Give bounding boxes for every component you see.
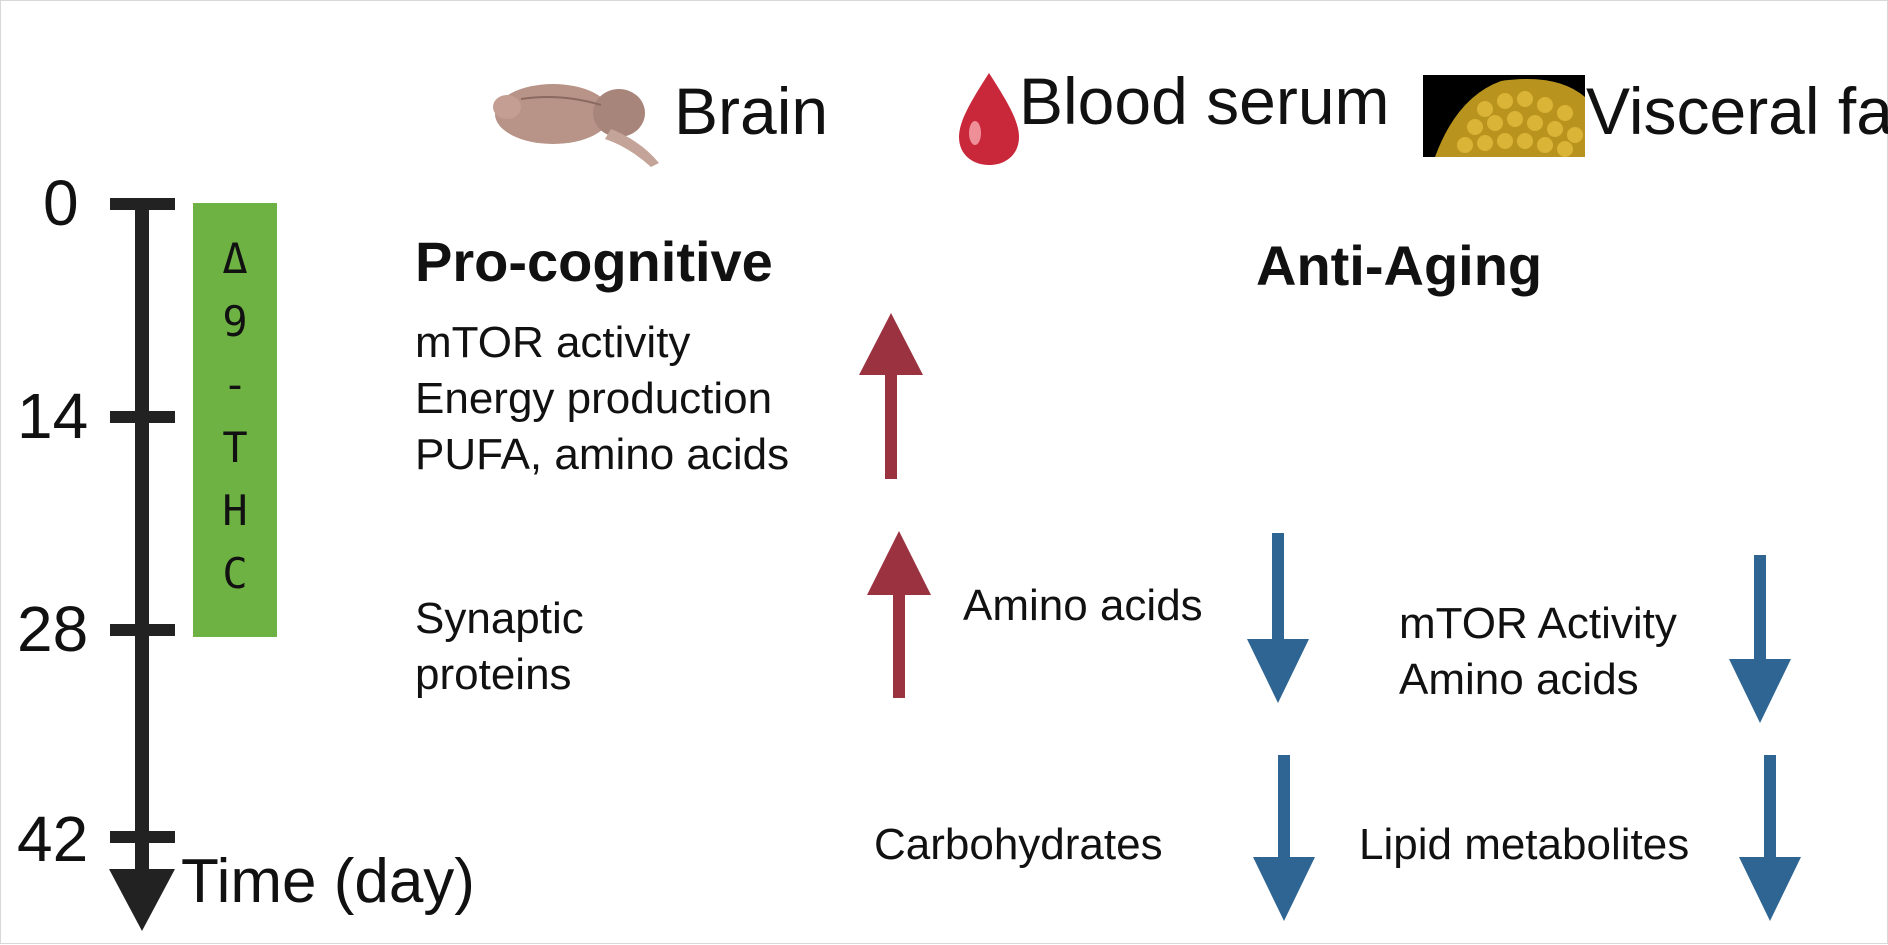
effect-item: mTOR activity — [415, 318, 691, 367]
up-arrow-brain-early — [859, 313, 923, 479]
effect-item: proteins — [415, 650, 572, 699]
treatment-bar: Δ 9 - T H C — [193, 203, 277, 637]
timeline-arrowhead — [109, 869, 175, 931]
effect-item: PUFA, amino acids — [415, 430, 790, 479]
effect-item: Synaptic — [415, 594, 584, 643]
tick-label-14: 14 — [17, 380, 89, 452]
down-arrow-serum-final — [1253, 755, 1315, 921]
brain-icon — [493, 84, 659, 167]
heading-pro-cognitive: Pro-cognitive — [415, 230, 773, 293]
effect-item: mTOR Activity — [1399, 599, 1677, 648]
organ-label-visceral-fat: Visceral fat — [1586, 78, 1888, 144]
down-arrow-serum-late — [1247, 533, 1309, 703]
treatment-char: H — [222, 486, 248, 535]
organ-label-blood-serum: Blood serum — [1019, 64, 1390, 138]
down-arrow-fat-final — [1739, 755, 1801, 921]
treatment-char: - — [222, 360, 248, 409]
tick-label-28: 28 — [17, 593, 89, 665]
fat-final-effect: Lipid metabolites — [1359, 820, 1690, 869]
treatment-char: 9 — [222, 297, 248, 346]
tick-label-0: 0 — [43, 167, 79, 239]
treatment-label: Δ 9 - T H C — [193, 227, 277, 605]
up-arrow-brain-late — [867, 531, 931, 698]
effect-item: Energy production — [415, 374, 773, 423]
tick-label-42: 42 — [17, 803, 89, 875]
treatment-char: Δ — [222, 234, 248, 283]
treatment-char: T — [222, 423, 248, 472]
time-axis-label: Time (day) — [181, 847, 475, 916]
visceral-fat-icon — [1423, 75, 1585, 157]
brain-late-effects: Synaptic proteins — [415, 591, 584, 703]
blood-drop-icon — [959, 73, 1019, 165]
organ-label-brain: Brain — [674, 74, 829, 148]
fat-late-effects: mTOR Activity Amino acids — [1399, 596, 1677, 708]
serum-final-effect: Carbohydrates — [874, 820, 1163, 869]
down-arrow-fat-late — [1729, 555, 1791, 723]
heading-anti-aging: Anti-Aging — [1256, 234, 1543, 297]
treatment-char: C — [222, 549, 248, 598]
brain-early-effects: mTOR activity Energy production PUFA, am… — [415, 315, 789, 483]
serum-late-effect: Amino acids — [963, 581, 1203, 630]
effect-item: Amino acids — [1399, 655, 1639, 704]
